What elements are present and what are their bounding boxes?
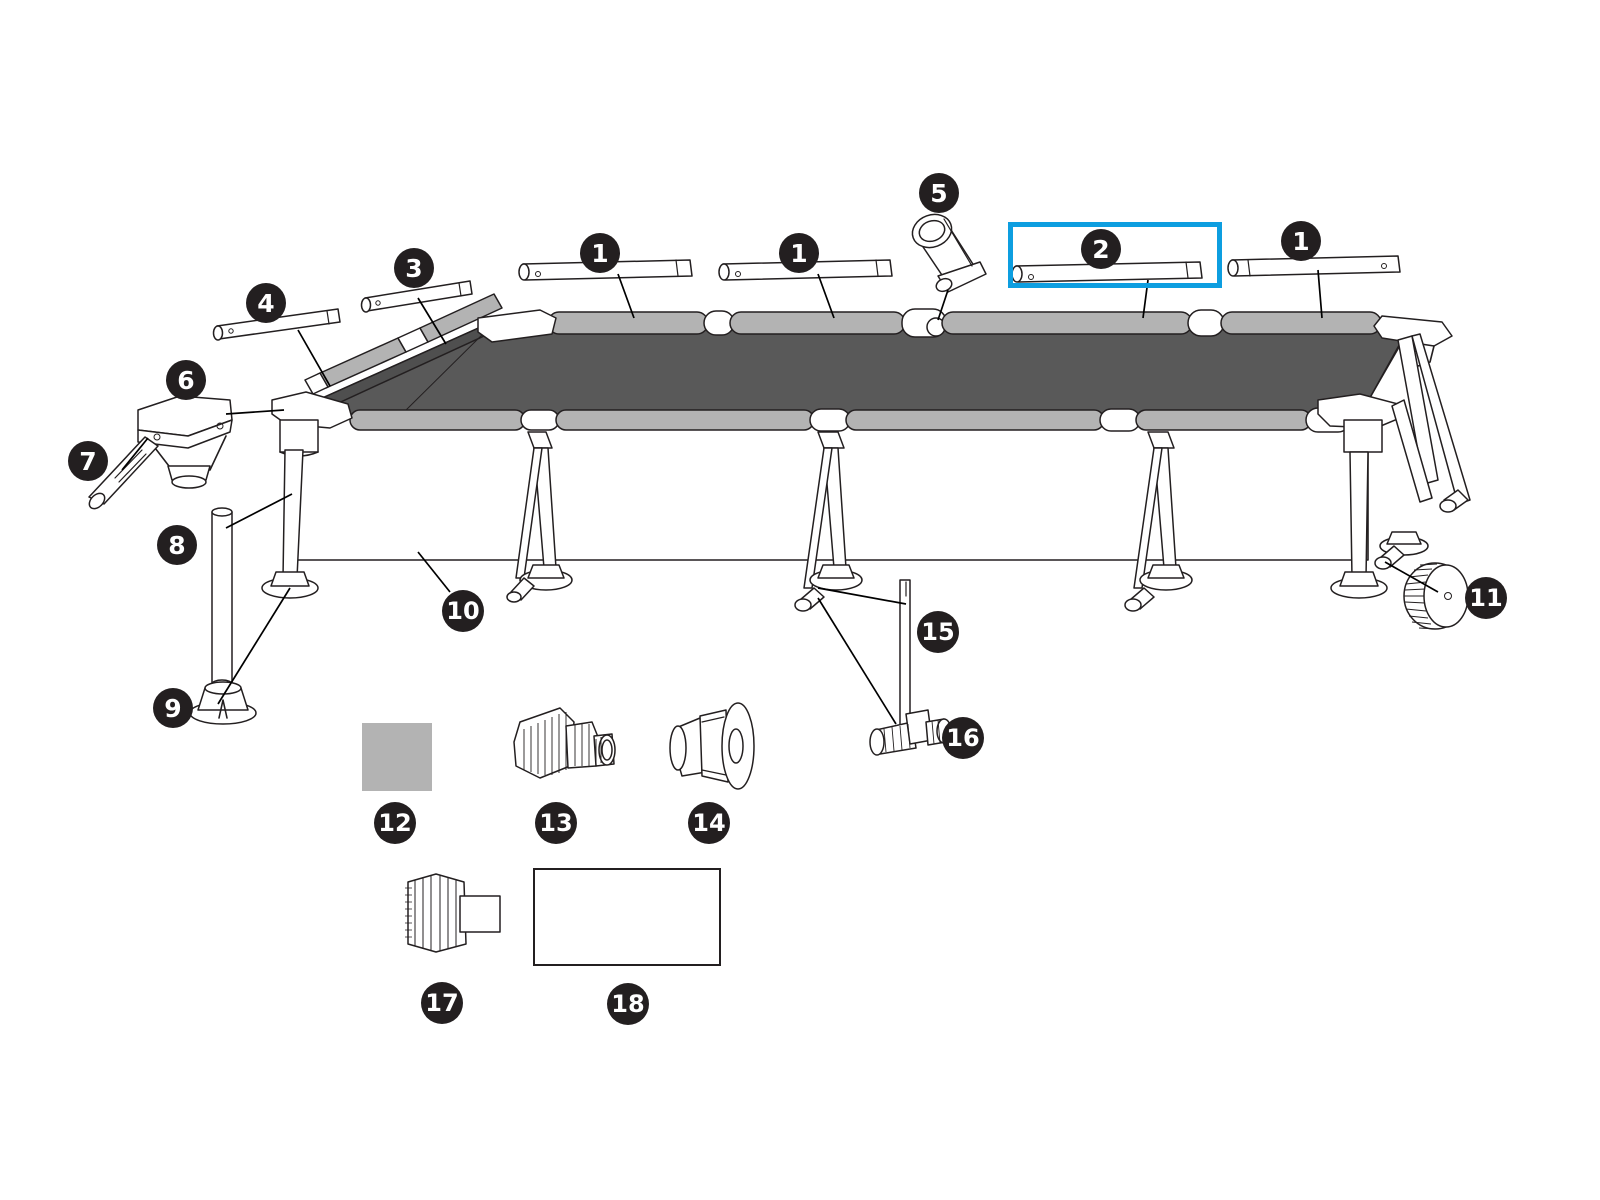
part-9-foot-base xyxy=(189,681,257,725)
part-7-tapered-pin xyxy=(88,436,159,510)
callout-badge-11[interactable]: 11 xyxy=(1465,577,1507,619)
callout-badge-18[interactable]: 18 xyxy=(607,983,649,1025)
callout-badge-2[interactable]: 2 xyxy=(1081,229,1121,269)
callout-badge-1[interactable]: 1 xyxy=(580,233,620,273)
callout-badge-8[interactable]: 8 xyxy=(157,525,197,565)
callout-badge-3[interactable]: 3 xyxy=(394,248,434,288)
callout-badge-13[interactable]: 13 xyxy=(535,802,577,844)
part-16-t-joint xyxy=(869,709,952,756)
callout-badge-1[interactable]: 1 xyxy=(1281,221,1321,261)
leg-foot xyxy=(261,571,319,599)
callout-badge-9[interactable]: 9 xyxy=(153,688,193,728)
leg-foot xyxy=(1139,564,1193,591)
callout-badge-7[interactable]: 7 xyxy=(68,441,108,481)
corner-joint-back-left xyxy=(477,309,557,343)
callout-badge-14[interactable]: 14 xyxy=(688,802,730,844)
leader-lines xyxy=(121,269,1439,725)
part-14-inlet-plug xyxy=(669,702,755,790)
part-18-variant-box xyxy=(533,868,721,966)
callout-badge-12[interactable]: 12 xyxy=(374,802,416,844)
part-3-rail-tube xyxy=(360,280,473,313)
callout-badge-10[interactable]: 10 xyxy=(442,590,484,632)
callout-badge-15[interactable]: 15 xyxy=(917,611,959,653)
callout-badge-16[interactable]: 16 xyxy=(942,717,984,759)
part-12-repair-patch xyxy=(362,723,432,791)
corner-joint-front-left xyxy=(271,391,353,457)
part-6-corner-cap xyxy=(137,395,233,489)
corner-joint-front-right xyxy=(1317,393,1401,453)
left-slant-rail xyxy=(304,293,503,395)
callout-badge-4[interactable]: 4 xyxy=(246,283,286,323)
top-back-rail xyxy=(547,308,1382,338)
leg-foot xyxy=(1330,571,1388,599)
pool-legs xyxy=(261,333,1471,612)
part-13-hose-adapter xyxy=(513,707,616,779)
part-4-rail-tube xyxy=(212,308,341,341)
callout-badge-17[interactable]: 17 xyxy=(421,982,463,1024)
highlight-box-item-2[interactable] xyxy=(1008,222,1222,288)
front-bottom-rail xyxy=(349,407,1351,433)
part-11-wheel xyxy=(1403,562,1469,630)
pool-liner-body xyxy=(298,321,1414,419)
callout-badge-6[interactable]: 6 xyxy=(166,360,206,400)
part-1-rail-tube-c xyxy=(1227,255,1401,277)
leg-foot xyxy=(809,564,863,591)
part-8-leg-tube xyxy=(211,507,233,689)
callout-badge-1[interactable]: 1 xyxy=(779,233,819,273)
part-17-strainer-cap xyxy=(405,873,501,953)
callout-badge-5[interactable]: 5 xyxy=(919,173,959,213)
part-5-t-connector xyxy=(911,213,987,293)
